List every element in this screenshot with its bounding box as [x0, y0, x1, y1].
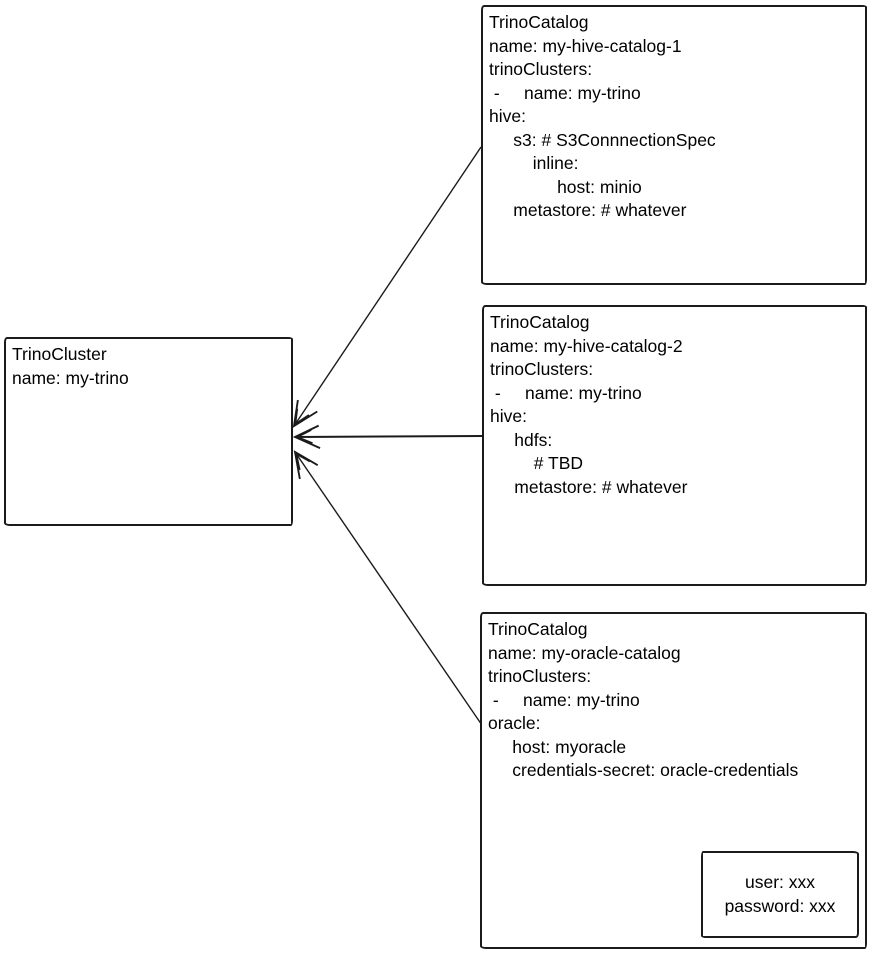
edge-catalog1-to-cluster — [292, 146, 482, 428]
node-text-line: hive: — [490, 406, 527, 426]
trino-catalog-hive-2-node: TrinoCatalog name: my-hive-catalog-2 tri… — [482, 305, 867, 586]
node-text-line: password: xxx — [724, 895, 836, 916]
node-text-line: s3: # S3ConnnectionSpec — [489, 129, 716, 150]
node-title: TrinoCluster — [12, 344, 107, 364]
node-text-line: trinoClusters: — [490, 359, 594, 379]
node-title: TrinoCatalog — [490, 312, 590, 332]
node-text-line: hdfs: — [490, 429, 553, 450]
node-text-line: - name: my-trino — [488, 689, 640, 710]
node-text-line: name: my-hive-catalog-1 — [489, 35, 682, 56]
edge-catalog3-to-cluster — [293, 450, 487, 732]
node-text-line: hive: — [489, 106, 526, 126]
node-text-line: oracle: — [488, 713, 541, 733]
trino-catalog-oracle-node: TrinoCatalog name: my-oracle-catalog tri… — [480, 612, 867, 949]
node-title: TrinoCatalog — [488, 619, 588, 639]
node-text-line: credentials-secret: oracle-credentials — [488, 760, 799, 780]
trino-catalog-hive-1-node: TrinoCatalog name: my-hive-catalog-1 tri… — [481, 5, 867, 285]
node-title: TrinoCatalog — [489, 12, 589, 32]
oracle-credentials-secret-node: user: xxx password: xxx — [701, 851, 859, 938]
node-text-line: trinoClusters: — [488, 666, 592, 686]
node-text-line: metastore: # whatever — [489, 200, 687, 220]
node-text-line: host: myoracle — [488, 736, 627, 757]
trino-cluster-node: TrinoCluster name: my-trino — [4, 337, 293, 526]
node-text-line: name: my-trino — [12, 367, 129, 388]
node-text-line: name: my-oracle-catalog — [488, 642, 681, 663]
node-text-line: user: xxx — [744, 872, 816, 892]
node-text-line: metastore: # whatever — [490, 476, 688, 497]
edge-catalog2-to-cluster — [292, 424, 484, 449]
node-text-line: name: my-hive-catalog-2 — [490, 335, 683, 356]
node-text-line: inline: — [489, 153, 579, 173]
node-text-line: - name: my-trino — [490, 382, 642, 403]
node-text-line: host: minio — [489, 176, 642, 197]
node-text-line: trinoClusters: — [489, 59, 593, 79]
node-text-line: # TBD — [490, 453, 584, 473]
node-text-line: - name: my-trino — [489, 82, 641, 103]
